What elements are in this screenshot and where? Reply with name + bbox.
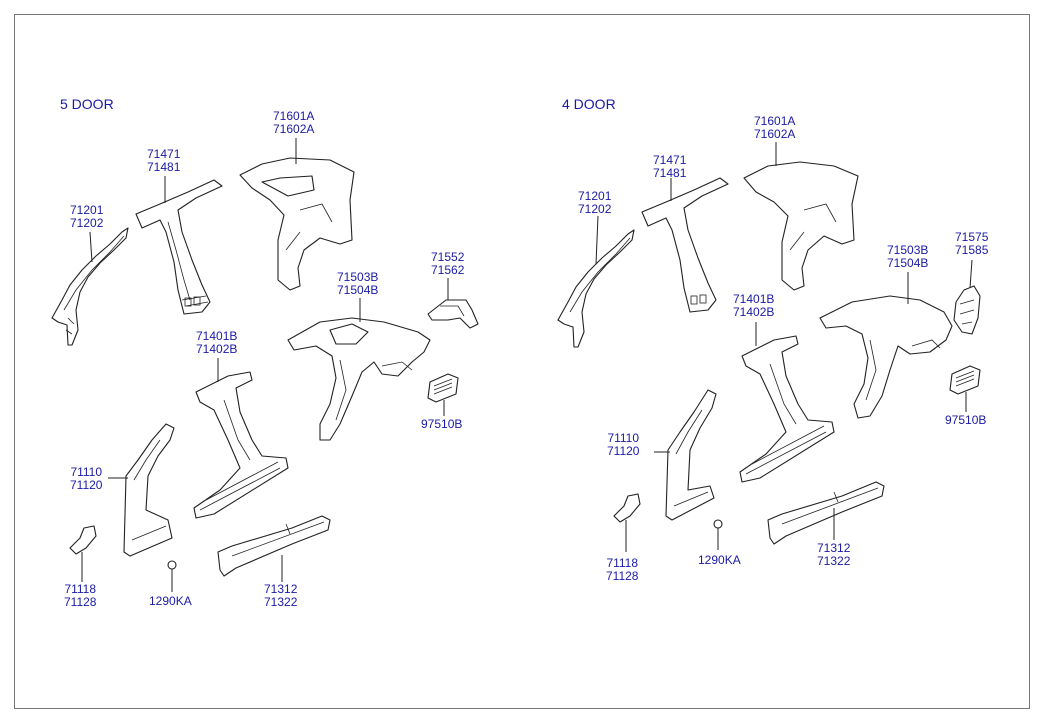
part-bracket-71552 (427, 299, 479, 329)
part-quarter-panel-4door (819, 295, 953, 419)
label-97510b-5door: 97510B (421, 417, 463, 431)
part-bracket-71118-4door (613, 493, 641, 523)
part-vent-97510b-5door (427, 373, 459, 403)
part-rear-upper-panel-5door (239, 157, 355, 291)
part-side-sill-4door (767, 481, 885, 545)
part-rear-upper-panel-4door (743, 161, 859, 291)
label-1290ka-5door: 1290KA (149, 594, 192, 608)
part-front-pillar-lower-4door (665, 389, 717, 521)
label-r97510b-4door: 97510B (945, 413, 987, 427)
part-front-pillar-lower-5door (123, 423, 175, 557)
part-center-pillar-5door (193, 371, 289, 519)
part-b-pillar-4door (641, 177, 729, 313)
part-b-pillar-5door (135, 179, 223, 315)
section-title-4-door: 4 DOOR (562, 96, 616, 112)
leader-r71201 (595, 215, 599, 265)
part-quarter-panel-5door (287, 317, 431, 441)
section-title-5-door: 5 DOOR (60, 96, 114, 112)
part-side-sill-5door (217, 515, 331, 577)
part-vent-97510b-4door (949, 365, 981, 395)
part-a-pillar-inner-4door (557, 229, 635, 348)
part-bracket-71575 (953, 285, 981, 335)
part-plug-1290ka-5door (167, 560, 177, 570)
label-r1290ka-4door: 1290KA (698, 553, 741, 567)
part-plug-1290ka-4door (713, 519, 723, 529)
part-a-pillar-inner-5door (51, 227, 129, 346)
leader-71201 (89, 231, 93, 263)
part-center-pillar-4door (739, 335, 835, 483)
diagram-frame (14, 14, 1030, 709)
leader-r71575 (969, 259, 973, 289)
part-bracket-71118-5door (69, 525, 97, 555)
